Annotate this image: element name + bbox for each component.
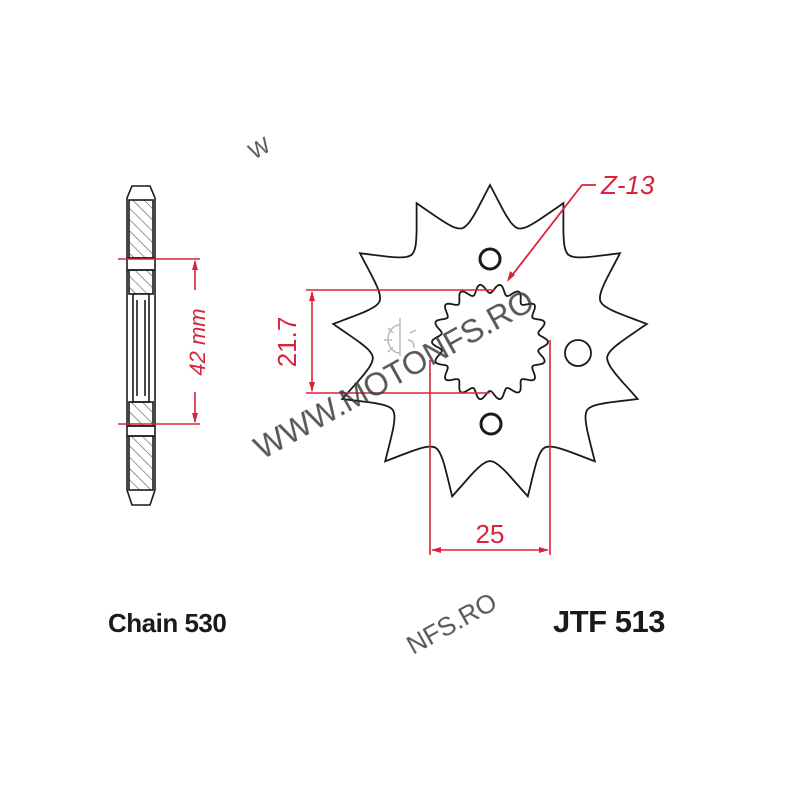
- teeth-count-callout: Z-13: [507, 170, 655, 282]
- part-number-label: JTF 513: [553, 604, 665, 639]
- hub-width-label: 42 mm: [185, 308, 210, 375]
- watermark-main: WWW.MOTONFS.RO: [248, 282, 540, 466]
- spline-width-label: 25: [476, 519, 505, 549]
- dimension-spline-width: 25: [429, 340, 551, 555]
- spline-height-label: 21.7: [272, 317, 302, 368]
- spline-outline: [431, 284, 549, 400]
- dimension-spline-height: 21.7: [272, 289, 495, 394]
- sprocket-front-view: [331, 183, 649, 499]
- watermark-logo-icon: [384, 318, 417, 356]
- dimension-hub-width: 42 mm: [118, 258, 210, 425]
- side-profile-view: [126, 185, 156, 506]
- teeth-count-label: Z-13: [600, 170, 655, 200]
- bolt-hole-bottom: [479, 412, 503, 436]
- sprocket-outline: [331, 183, 649, 499]
- watermark-top-fragment: W: [244, 132, 274, 164]
- watermark-secondary: NFS.RO: [401, 586, 501, 660]
- bolt-hole-top: [478, 247, 502, 271]
- chain-size-label: Chain 530: [108, 608, 227, 638]
- bolt-hole-right: [564, 339, 592, 367]
